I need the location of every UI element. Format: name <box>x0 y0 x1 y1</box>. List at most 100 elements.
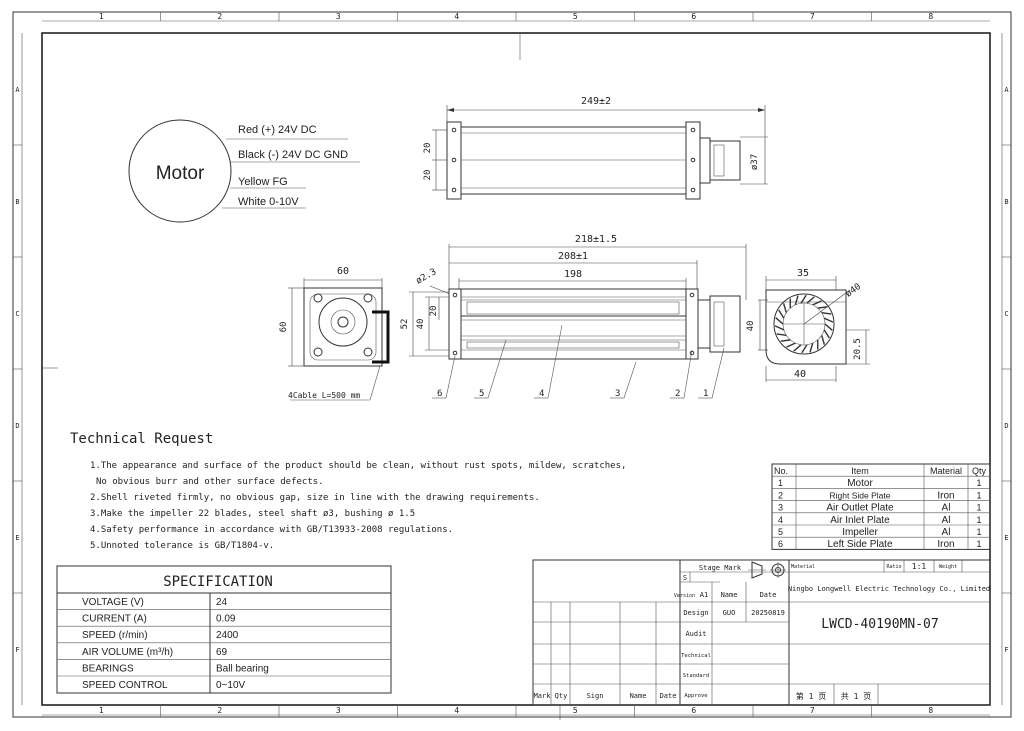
design-date: 20250819 <box>751 609 785 617</box>
spec-value-4: Ball bearing <box>216 663 269 674</box>
material-label: Material <box>791 564 815 570</box>
wire-white-label: White 0-10V <box>238 196 299 208</box>
motor-circle <box>128 119 232 223</box>
design-label: Design <box>683 609 708 617</box>
spec-key-0: VOLTAGE (V) <box>82 597 144 608</box>
bom-row-no-2: 3 <box>778 503 783 513</box>
zone-col-bottom-1: 1 <box>99 706 104 715</box>
tech-line-6: 5.Unnoted tolerance is GB/T1804-v. <box>90 541 274 551</box>
right-40h-dim: 40 <box>746 321 756 332</box>
spec-title: SPECIFICATION <box>163 574 273 590</box>
zone-row-right-F: F <box>1004 646 1008 654</box>
version-label: Version <box>674 593 695 599</box>
bom-row-material-5: Iron <box>937 539 954 550</box>
left-60h-dim: 60 <box>279 322 289 333</box>
callout-6: 6 <box>437 389 442 399</box>
bom-row-material-3: Al <box>942 515 951 526</box>
spec-value-1: 0.09 <box>216 614 236 625</box>
zone-row-right-C: C <box>1004 310 1008 318</box>
bom-row-material-4: Al <box>942 527 951 538</box>
bom-row-no-5: 6 <box>778 539 783 549</box>
callout-2: 2 <box>675 389 680 399</box>
wire-yellow-label: Yellow FG <box>238 176 288 188</box>
zone-row-left-D: D <box>15 422 19 430</box>
technical-request: Technical Request 1.The appearance and s… <box>70 431 626 551</box>
bom-row-item-0: Motor <box>847 478 873 489</box>
zone-col-bottom-5: 5 <box>573 706 578 715</box>
front-hole-dim: ø2.3 <box>415 267 439 287</box>
cable-label: 4Cable L=500 mm <box>288 391 360 400</box>
zone-row-left-F: F <box>15 646 19 654</box>
zone-col-top-7: 7 <box>810 12 815 21</box>
right-dia-dim: ø40 <box>844 282 863 300</box>
zone-row-left-B: B <box>15 198 19 206</box>
callout-1: 1 <box>703 389 708 399</box>
front-52-dim: 52 <box>400 319 410 330</box>
bom-row-qty-4: 1 <box>976 527 981 537</box>
top-view: 249±2 ø37 20 20 <box>423 96 768 200</box>
ratio-value: 1:1 <box>912 562 927 571</box>
front-198-dim: 198 <box>564 269 582 280</box>
zone-row-right-A: A <box>1004 86 1009 94</box>
bom-row-item-2: Air Outlet Plate <box>826 503 894 514</box>
title-block: Mark Qty Sign Name Date Stage Mark S Ver… <box>532 559 991 706</box>
bom-row-no-0: 1 <box>778 478 783 488</box>
bom-header-qty: Qty <box>972 466 987 476</box>
projection-symbol-icon <box>748 561 786 579</box>
date-label: Date <box>760 591 777 599</box>
spec-key-2: SPEED (r/min) <box>82 630 148 641</box>
front-208-dim: 208±1 <box>558 251 588 262</box>
zone-row-left-A: A <box>15 86 20 94</box>
bom-row-item-4: Impeller <box>842 527 878 538</box>
zone-col-bottom-2: 2 <box>217 706 222 715</box>
top-h2-dim: 20 <box>423 170 433 181</box>
page-number: 第 1 页 <box>796 691 826 701</box>
outer-frame <box>12 11 1012 718</box>
zone-row-right-D: D <box>1004 422 1008 430</box>
front-40-dim: 40 <box>416 319 426 330</box>
spec-key-3: AIR VOLUME (m³/h) <box>82 647 173 658</box>
left-60w-dim: 60 <box>337 266 349 277</box>
spec-value-2: 2400 <box>216 630 239 641</box>
bom-row-qty-5: 1 <box>976 539 981 549</box>
standard-label: Standard <box>683 673 710 679</box>
front-20-dim: 20 <box>429 306 439 317</box>
date2-label: Date <box>660 692 677 700</box>
tech-line-4: 3.Make the impeller 22 blades, steel sha… <box>90 509 415 519</box>
spec-key-1: CURRENT (A) <box>82 614 147 625</box>
bom-row-qty-3: 1 <box>976 515 981 525</box>
right-205-dim: 20.5 <box>853 338 863 360</box>
spec-value-3: 69 <box>216 647 228 658</box>
callout-3: 3 <box>615 389 620 399</box>
qty-label: Qty <box>555 692 568 700</box>
tech-line-2: No obvious burr and other surface defect… <box>96 477 324 487</box>
zone-row-left-E: E <box>15 534 19 542</box>
name-label: Name <box>721 591 738 599</box>
zone-col-top-5: 5 <box>573 12 578 21</box>
drawing-number: LWCD-40190MN-07 <box>821 617 938 632</box>
stage-mark-label: Stage Mark <box>699 564 742 572</box>
zone-row-right-E: E <box>1004 534 1008 542</box>
zone-col-bottom-4: 4 <box>454 706 459 715</box>
right-35-dim: 35 <box>797 268 809 279</box>
page-total: 共 1 页 <box>841 692 871 701</box>
bom-row-no-4: 5 <box>778 527 783 537</box>
version-value: A1 <box>700 591 708 599</box>
bom-row-item-3: Air Inlet Plate <box>830 515 890 526</box>
spec-value-5: 0~10V <box>216 680 246 691</box>
stage-s: S <box>683 574 687 582</box>
designer-value: GUO <box>723 609 736 617</box>
bom-row-material-2: Al <box>942 503 951 514</box>
wire-red-label: Red (+) 24V DC <box>238 124 317 136</box>
bom-row-qty-1: 1 <box>976 490 981 500</box>
inner-frame <box>41 32 991 706</box>
top-h1-dim: 20 <box>423 143 433 154</box>
zone-col-top-8: 8 <box>928 12 933 21</box>
zone-row-left-C: C <box>15 310 19 318</box>
left-end-view: 60 60 4Cable L=500 mm <box>279 266 390 401</box>
zone-col-top-2: 2 <box>217 12 222 21</box>
right-end-view: 35 40 ø40 20.5 40 <box>746 268 870 382</box>
